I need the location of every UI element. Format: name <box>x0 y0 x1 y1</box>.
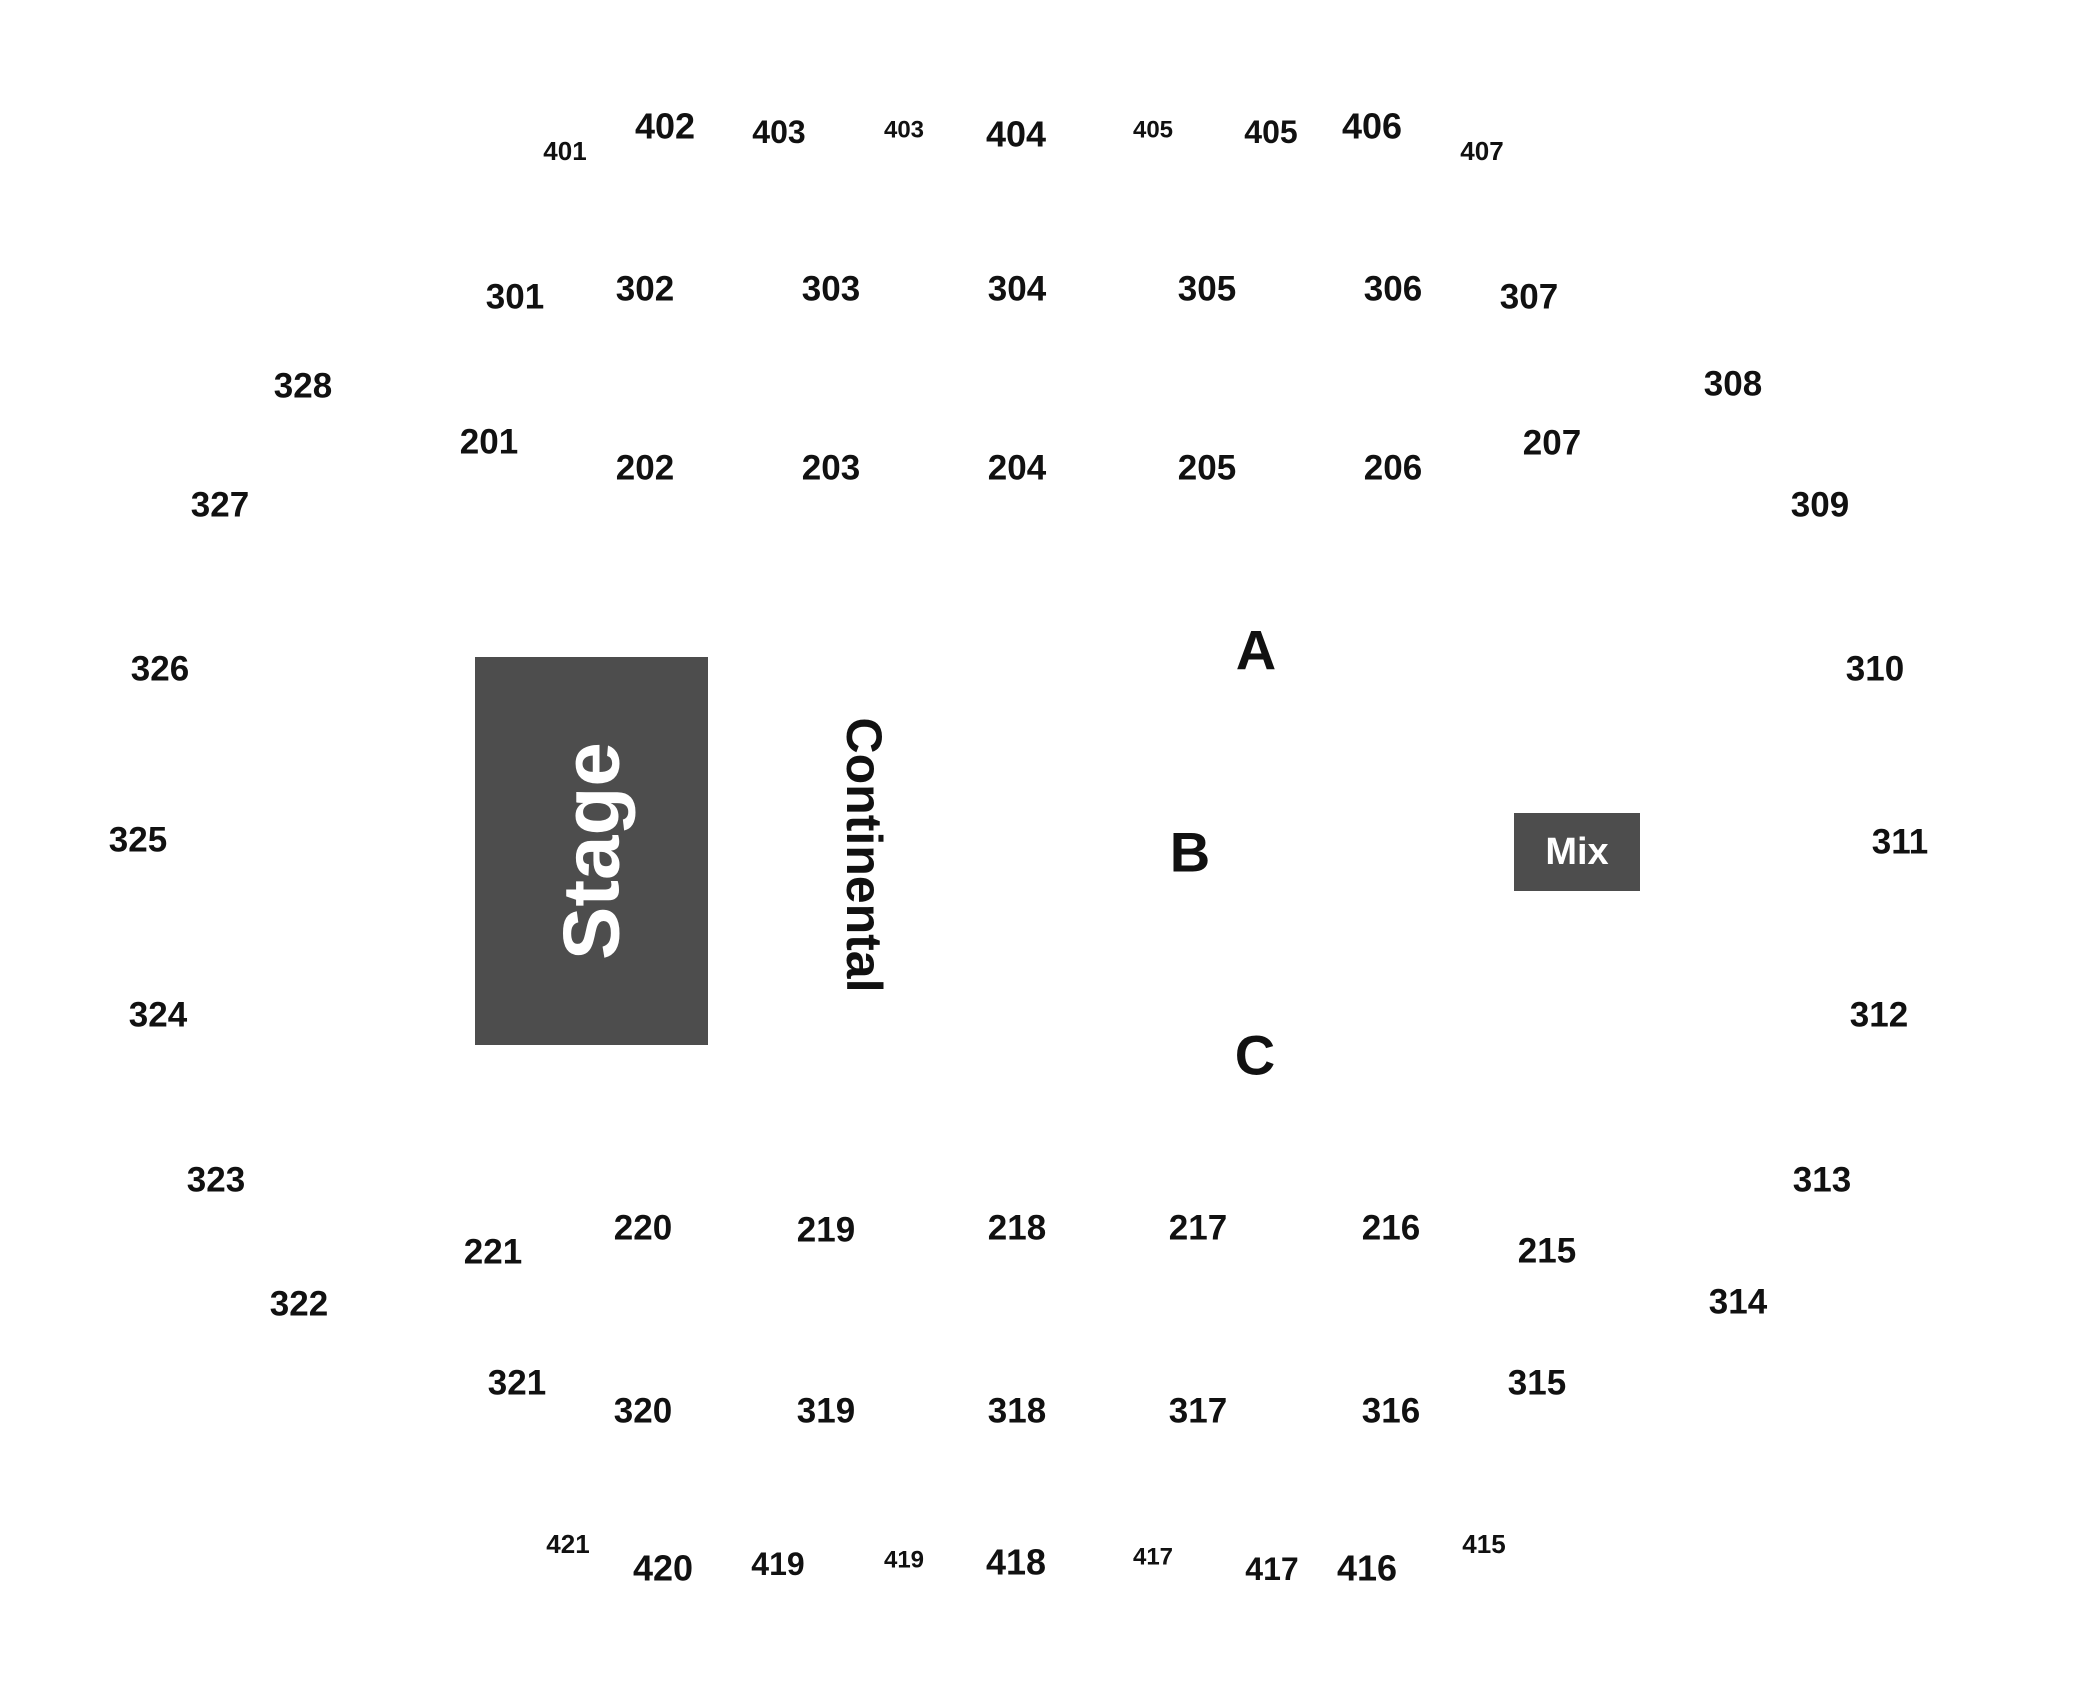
section-label[interactable]: 201 <box>460 423 518 462</box>
section-label[interactable]: 419 <box>884 1547 924 1574</box>
section-label[interactable]: 316 <box>1362 1392 1420 1431</box>
section-label[interactable]: 421 <box>546 1529 589 1559</box>
section-label[interactable]: 324 <box>129 996 188 1035</box>
section-label[interactable]: 302 <box>616 270 674 309</box>
stage-block <box>475 657 708 1045</box>
section-label[interactable]: 315 <box>1508 1364 1566 1403</box>
continental-label: Continental <box>836 718 892 993</box>
section-label[interactable]: 319 <box>797 1392 855 1431</box>
section-label[interactable]: 314 <box>1709 1283 1768 1322</box>
section-label[interactable]: 203 <box>802 449 860 488</box>
section-label[interactable]: 407 <box>1460 136 1503 166</box>
section-label[interactable]: 415 <box>1462 1529 1505 1559</box>
section-label[interactable]: 326 <box>131 650 189 689</box>
section-label[interactable]: 307 <box>1500 278 1558 317</box>
section-label[interactable]: 328 <box>274 367 332 406</box>
section-label[interactable]: 309 <box>1791 486 1849 525</box>
section-label[interactable]: 321 <box>488 1364 546 1403</box>
section-label[interactable]: 221 <box>464 1233 522 1272</box>
section-label[interactable]: 417 <box>1133 1544 1173 1571</box>
section-label[interactable]: 417 <box>1245 1551 1298 1587</box>
section-label[interactable]: 218 <box>988 1209 1046 1248</box>
sections-200-bottom: 221 220 219 218 217 216 215 <box>464 1209 1576 1272</box>
sections-400-top: 401 402 403 403 404 405 405 406 407 <box>543 106 1503 167</box>
section-label[interactable]: 312 <box>1850 996 1908 1035</box>
sections-300-left: 328 327 326 325 324 323 322 <box>109 367 332 1324</box>
section-label[interactable]: 403 <box>752 114 805 150</box>
section-label[interactable]: 405 <box>1244 114 1297 150</box>
floor-section-b[interactable]: B <box>1170 821 1210 884</box>
section-label[interactable]: 308 <box>1704 365 1762 404</box>
sections-200-top: 201 202 203 204 205 206 207 <box>460 423 1581 488</box>
section-label[interactable]: 204 <box>988 449 1047 488</box>
section-label[interactable]: 318 <box>988 1392 1046 1431</box>
section-label[interactable]: 304 <box>988 270 1047 309</box>
section-label[interactable]: 404 <box>986 114 1046 155</box>
section-label[interactable]: 206 <box>1364 449 1422 488</box>
section-label[interactable]: 322 <box>270 1285 328 1324</box>
section-label[interactable]: 217 <box>1169 1209 1227 1248</box>
section-label[interactable]: 405 <box>1133 117 1173 144</box>
section-label[interactable]: 406 <box>1342 106 1402 147</box>
mix-block <box>1514 813 1640 891</box>
section-label[interactable]: 403 <box>884 117 924 144</box>
mix-label: Mix <box>1545 831 1608 873</box>
sections-300-bottom: 321 320 319 318 317 316 315 <box>488 1364 1566 1431</box>
section-label[interactable]: 306 <box>1364 270 1422 309</box>
section-label[interactable]: 418 <box>986 1542 1046 1583</box>
section-label[interactable]: 219 <box>797 1211 855 1250</box>
section-label[interactable]: 215 <box>1518 1232 1576 1271</box>
section-label[interactable]: 207 <box>1523 424 1581 463</box>
sections-300-right: 308 309 310 311 312 313 314 <box>1704 365 1928 1322</box>
section-label[interactable]: 313 <box>1793 1161 1851 1200</box>
section-label[interactable]: 320 <box>614 1392 672 1431</box>
section-label[interactable]: 305 <box>1178 270 1236 309</box>
section-label[interactable]: 323 <box>187 1161 245 1200</box>
section-label[interactable]: 317 <box>1169 1392 1227 1431</box>
section-label[interactable]: 416 <box>1337 1548 1397 1589</box>
section-label[interactable]: 220 <box>614 1209 672 1248</box>
floor-section-a[interactable]: A <box>1236 619 1276 682</box>
sections-300-top: 301 302 303 304 305 306 307 <box>486 270 1558 317</box>
section-label[interactable]: 216 <box>1362 1209 1420 1248</box>
section-label[interactable]: 205 <box>1178 449 1236 488</box>
section-label[interactable]: 310 <box>1846 650 1904 689</box>
sections-400-bottom: 421 420 419 419 418 417 417 416 415 <box>546 1529 1505 1589</box>
section-label[interactable]: 402 <box>635 106 695 147</box>
section-label[interactable]: 420 <box>633 1548 693 1589</box>
section-label[interactable]: 419 <box>751 1546 804 1582</box>
section-label[interactable]: 301 <box>486 278 544 317</box>
section-label[interactable]: 311 <box>1872 823 1928 862</box>
section-label[interactable]: 401 <box>543 136 586 166</box>
section-label[interactable]: 327 <box>191 486 249 525</box>
section-label[interactable]: 303 <box>802 270 860 309</box>
stage-label: Stage <box>547 742 636 960</box>
floor-section-c[interactable]: C <box>1235 1024 1275 1087</box>
section-label[interactable]: 202 <box>616 449 674 488</box>
section-label[interactable]: 325 <box>109 821 167 860</box>
